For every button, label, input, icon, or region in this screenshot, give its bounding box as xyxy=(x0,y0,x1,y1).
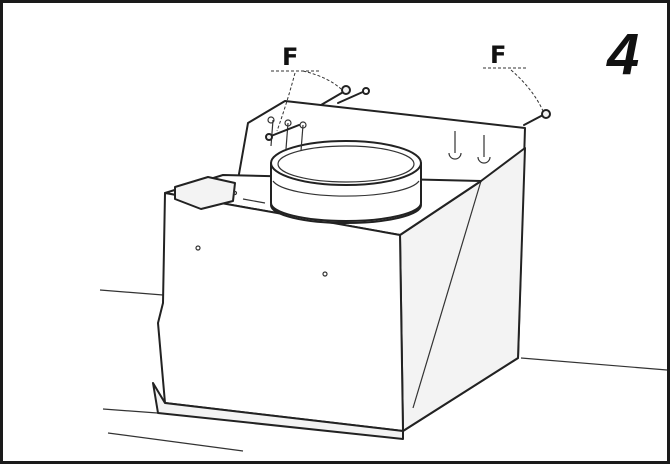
step-number: 4 xyxy=(606,22,639,87)
screws xyxy=(265,85,551,141)
assembly-diagram: F F 4 xyxy=(99,22,668,452)
callout-label-left: F xyxy=(282,43,298,71)
keyhole-slots xyxy=(267,116,491,164)
callout-leaders xyxy=(271,67,544,132)
rivet xyxy=(322,271,328,277)
front-face xyxy=(157,192,404,432)
callout-label-right: F xyxy=(490,41,506,69)
rivet xyxy=(195,245,201,251)
rivet xyxy=(232,190,238,196)
top-bracket xyxy=(174,176,236,210)
duct-collar xyxy=(270,140,422,224)
bottom-flange xyxy=(152,382,404,440)
